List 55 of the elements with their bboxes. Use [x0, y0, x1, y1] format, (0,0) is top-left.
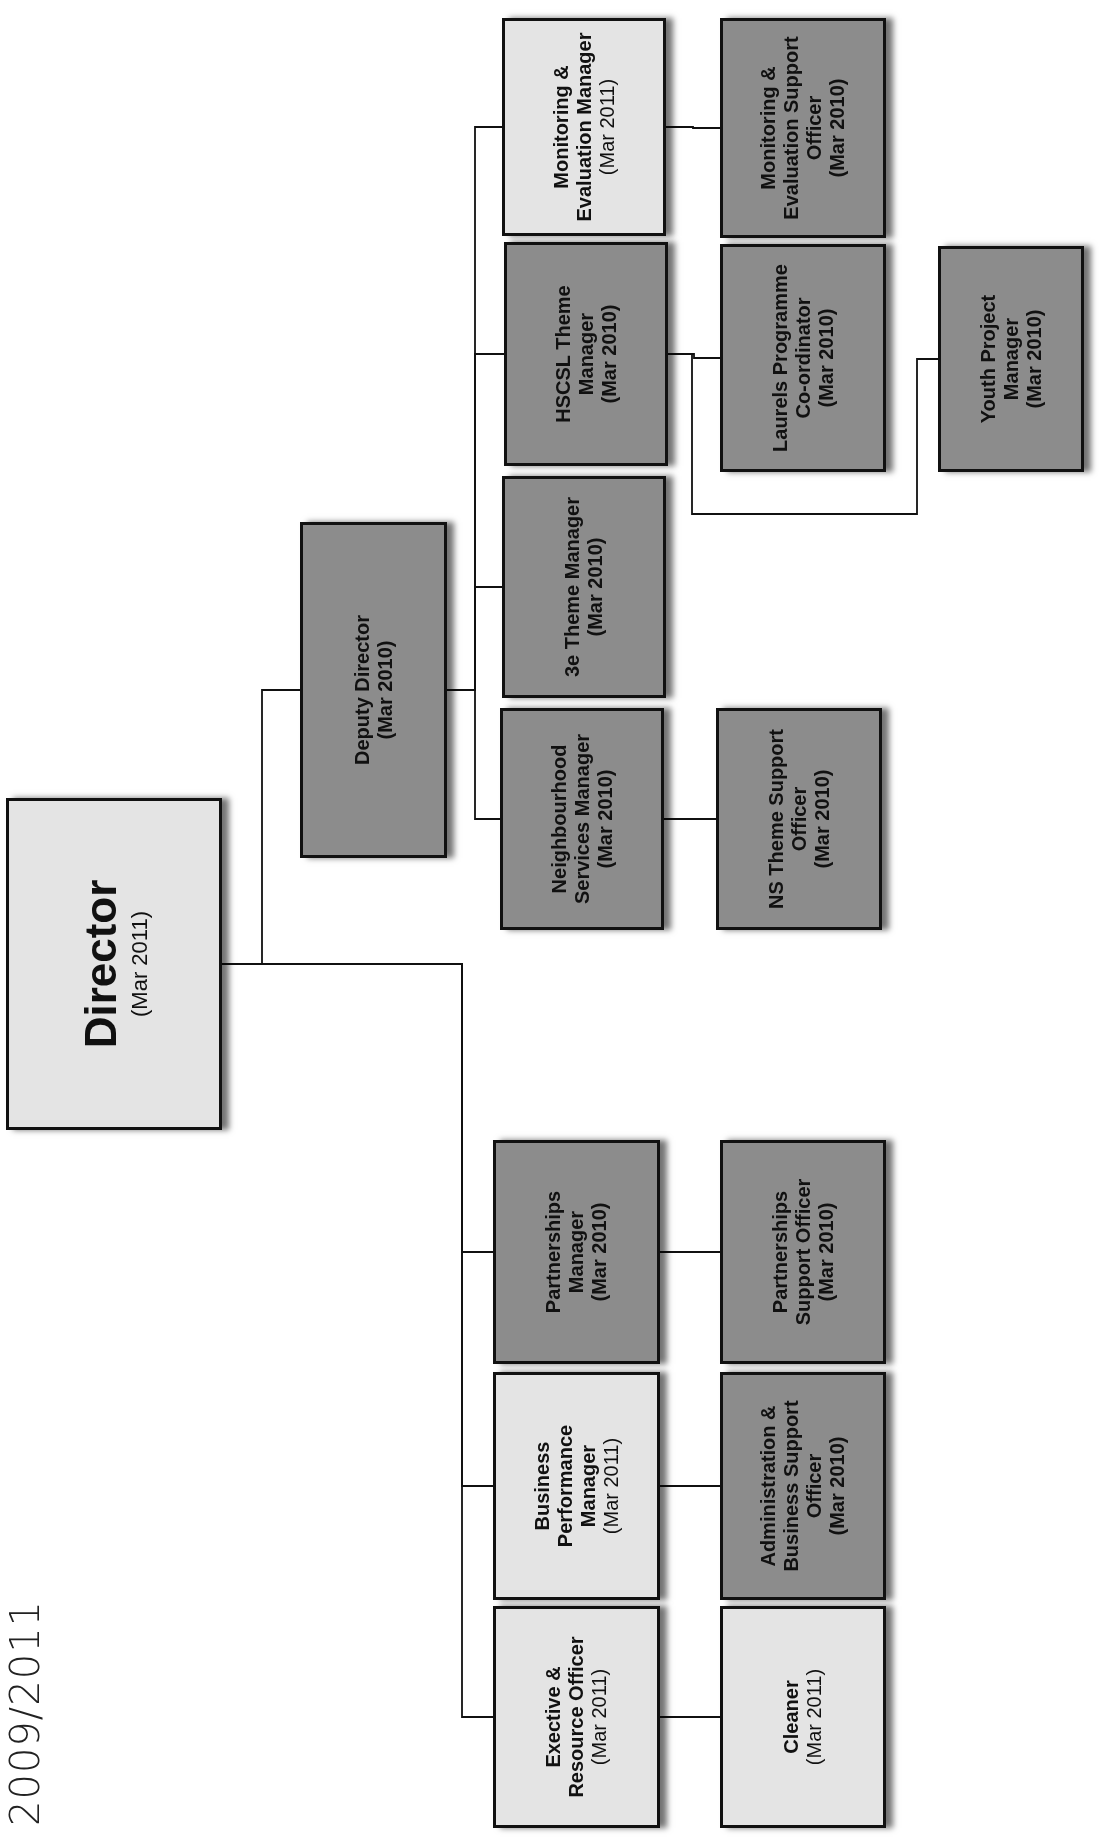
position-box — [720, 18, 886, 238]
start-date: (Mar 2010) — [588, 1202, 611, 1302]
position-box — [502, 18, 666, 236]
start-date: (Mar 2010) — [826, 1436, 849, 1536]
connector-line — [665, 126, 721, 129]
job-title: Exective & Resource Officer — [542, 1635, 588, 1800]
position-box — [6, 798, 222, 1130]
job-title: Laurels Programme Co-ordinator — [768, 263, 815, 454]
job-title: Partnerships Support Officer — [768, 1177, 815, 1328]
position-box — [720, 244, 886, 472]
position-box — [938, 246, 1084, 472]
chart-title: 2009/2011 — [2, 1599, 48, 1826]
job-title: Director — [76, 879, 127, 1049]
position-box — [504, 242, 668, 466]
position-box — [493, 1140, 660, 1364]
start-date: (Mar 2011) — [595, 78, 619, 176]
start-date: (Mar 2010) — [814, 1202, 838, 1302]
start-date: (Mar 2011) — [803, 1668, 826, 1766]
connector-line — [659, 1716, 721, 1718]
job-title: Monitoring & Evaluation Support Officer — [757, 35, 826, 222]
start-date: (Mar 2010) — [597, 304, 621, 404]
connector-line — [663, 818, 717, 820]
position-box — [493, 1606, 660, 1828]
position-box — [493, 1372, 660, 1600]
job-title: HSCSL Theme Manager — [551, 284, 598, 425]
job-title: Business Performance Manager — [530, 1423, 600, 1550]
job-title: Cleaner — [780, 1680, 803, 1754]
job-title: Administration & Business Support Officer — [757, 1399, 826, 1574]
position-box — [300, 522, 447, 858]
start-date: (Mar 2011) — [126, 911, 152, 1017]
start-date: (Mar 2011) — [588, 1668, 611, 1766]
job-title: NS Theme Support Officer — [764, 728, 811, 911]
start-date: (Mar 2010) — [810, 769, 834, 869]
connector-line — [659, 1485, 721, 1487]
start-date: (Mar 2011) — [599, 1437, 623, 1535]
start-date: (Mar 2010) — [814, 308, 838, 408]
position-box — [720, 1372, 886, 1600]
start-date: (Mar 2010) — [593, 769, 617, 869]
position-box — [720, 1606, 886, 1828]
connector-line — [446, 689, 501, 820]
position-box — [716, 708, 882, 930]
start-date: (Mar 2010) — [1022, 309, 1046, 409]
start-date: (Mar 2010) — [373, 640, 397, 740]
job-title: Monitoring & Evaluation Manager — [549, 31, 596, 223]
job-title: Deputy Director — [350, 615, 374, 765]
job-title: Neighbourhood Services Manager — [547, 732, 594, 907]
position-box — [500, 708, 664, 930]
start-date: (Mar 2010) — [826, 78, 849, 178]
position-box — [502, 476, 666, 698]
start-date: (Mar 2010) — [584, 537, 607, 637]
job-title: Partnerships Manager — [542, 1189, 588, 1316]
position-box — [720, 1140, 886, 1364]
connector-line — [659, 1251, 721, 1253]
job-title: 3e Theme Manager — [561, 496, 584, 678]
job-title: Youth Project Manager — [976, 293, 1023, 426]
